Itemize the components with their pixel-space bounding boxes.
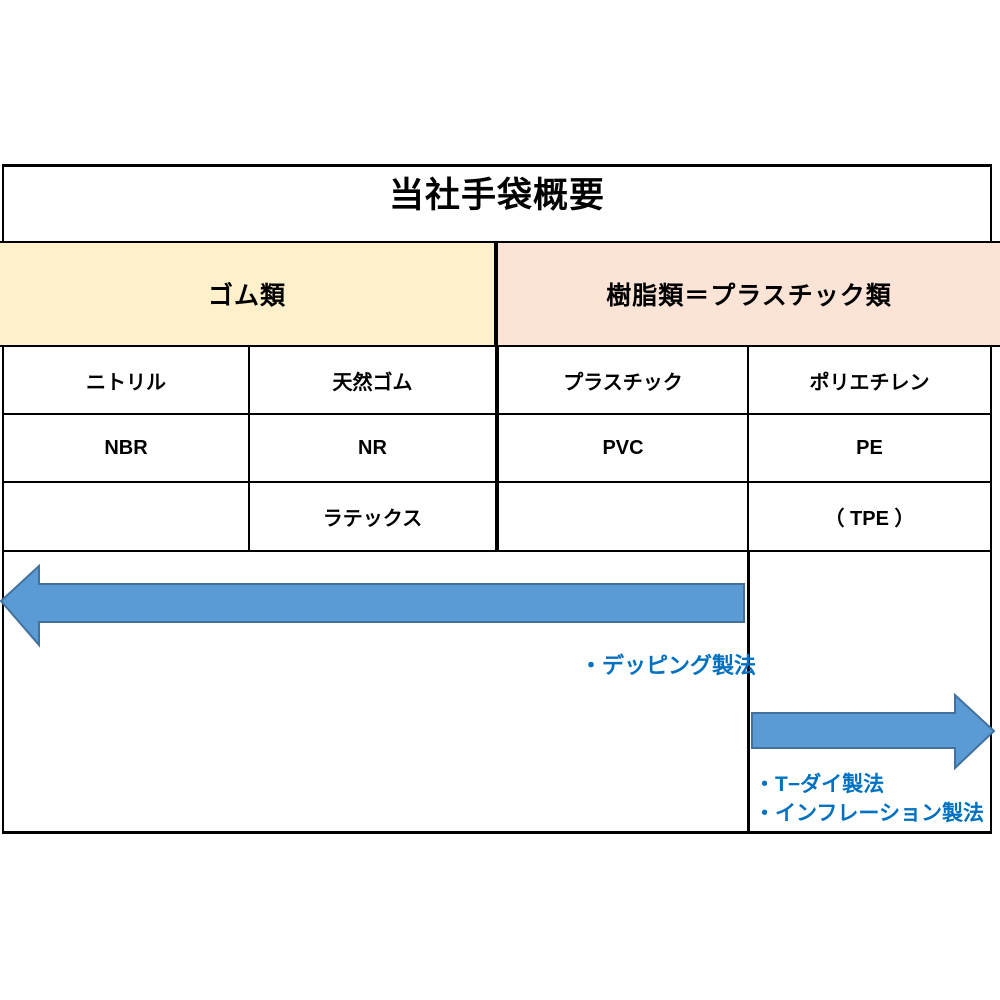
- right-arrow-icon: [751, 692, 996, 771]
- table-cell-code-nbr: NBR: [4, 415, 250, 483]
- category-plastic-label: 樹脂類＝プラスチック類: [606, 282, 892, 310]
- inflation-process-label: ・インフレーション製法: [754, 802, 984, 825]
- table-cell-material-natural-rubber: 天然ゴム: [250, 347, 499, 415]
- table-cell-code-pe: PE: [749, 415, 990, 483]
- table-cell-extra-latex: ラテックス: [250, 483, 499, 552]
- table-cell-material-polyethylene: ポリエチレン: [749, 347, 990, 415]
- category-cell-plastic: 樹脂類＝プラスチック類: [498, 243, 1000, 345]
- category-rubber-label: ゴム類: [207, 282, 286, 310]
- film-process-labels: ・T−ダイ製法 ・インフレーション製法: [754, 770, 984, 828]
- category-row: ゴム類 樹脂類＝プラスチック類: [0, 241, 1000, 347]
- page-title: 当社手袋概要: [2, 164, 992, 241]
- table-cell-material-nitrile: ニトリル: [4, 347, 250, 415]
- table-cell-extra-tpe: （ TPE ）: [749, 483, 990, 552]
- dipping-process-cell: [4, 552, 750, 831]
- table-cell-extra-empty-1: [4, 483, 250, 552]
- table-cell-extra-empty-2: [499, 483, 749, 552]
- table-cell-code-pvc: PVC: [499, 415, 749, 483]
- table-cell-code-nr: NR: [250, 415, 499, 483]
- material-table: ニトリル 天然ゴム プラスチック ポリエチレン NBR NR PVC PE ラテ…: [2, 347, 992, 552]
- left-arrow-icon: [0, 563, 745, 648]
- t-die-process-label: ・T−ダイ製法: [754, 773, 885, 796]
- dipping-process-label: ・デッピング製法: [579, 653, 756, 678]
- process-section: [2, 552, 992, 834]
- category-cell-rubber: ゴム類: [0, 243, 498, 345]
- table-cell-material-plastic: プラスチック: [499, 347, 749, 415]
